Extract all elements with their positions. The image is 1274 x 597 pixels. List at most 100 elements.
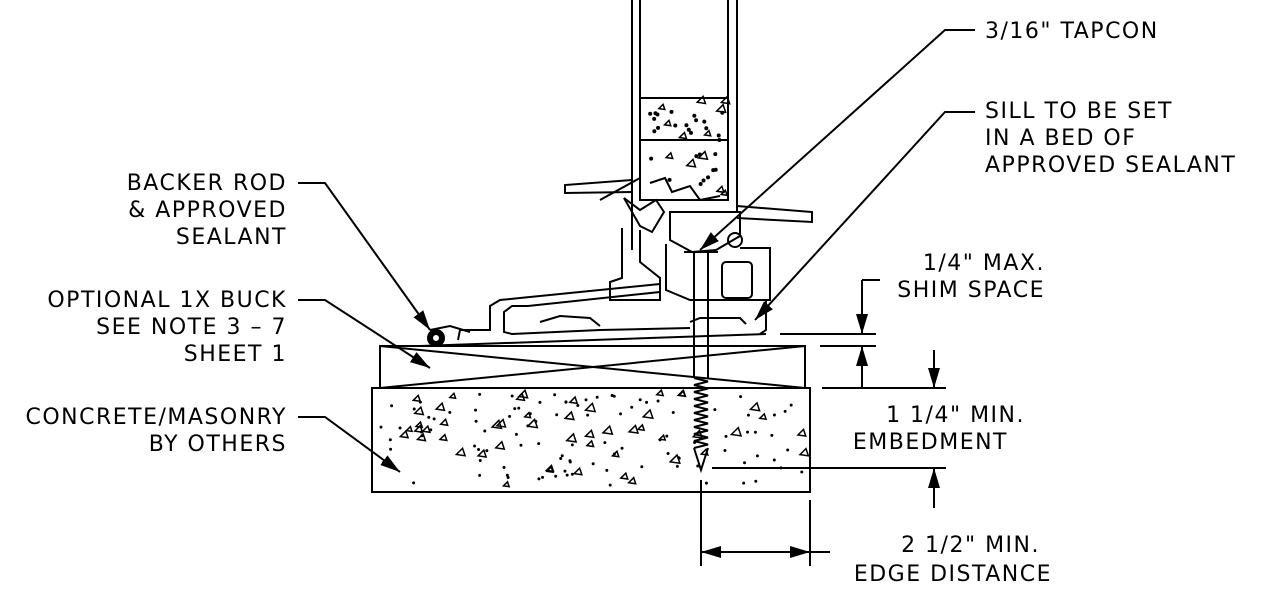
stipple-dot — [706, 175, 711, 180]
stipple-dot — [563, 469, 567, 473]
aggregate-mark — [526, 418, 539, 429]
aggregate-mark — [748, 401, 761, 412]
stipple-dot — [514, 432, 518, 436]
stipple-dot — [568, 459, 572, 463]
stipple-dot — [754, 479, 758, 483]
stipple-dot — [692, 113, 697, 118]
stipple-dot — [746, 413, 750, 417]
stipple-dot — [570, 443, 574, 447]
aggregate-mark — [685, 158, 697, 168]
stipple-dot — [648, 111, 653, 116]
aggregate-mark — [627, 476, 637, 485]
dimensions — [700, 279, 946, 566]
concrete-label-line-2: BY OTHERS — [149, 432, 287, 457]
stipple-dot — [630, 405, 634, 409]
stipple-dot — [786, 448, 790, 452]
stipple-dot — [390, 404, 394, 408]
sill-leader — [754, 111, 975, 321]
aggregate-mark — [434, 401, 446, 412]
concrete-hatch — [379, 388, 810, 488]
stipple-dot — [669, 109, 674, 114]
stipple-dot — [772, 458, 776, 462]
stipple-dot — [656, 399, 660, 403]
stipple-dot — [652, 129, 657, 134]
aggregate-mark — [696, 150, 709, 161]
stipple-dot — [477, 447, 481, 451]
stipple-dot — [564, 400, 568, 404]
backer-rod-leader — [298, 182, 431, 331]
stipple-dot — [398, 426, 402, 430]
stipple-dot — [388, 438, 392, 442]
stipple-dot — [526, 424, 530, 428]
aggregate-mark — [476, 448, 488, 458]
stipple-dot — [576, 404, 580, 408]
stipple-dot — [474, 408, 478, 412]
aggregate-mark — [495, 418, 507, 428]
stipple-dot — [559, 456, 563, 460]
aggregate-mark — [676, 388, 687, 398]
stipple-dot — [474, 419, 478, 423]
stipple-dot — [419, 430, 423, 434]
stipple-dot — [586, 413, 590, 417]
buck-label-line-1: OPTIONAL 1X BUCK — [47, 288, 287, 313]
stipple-dot — [553, 393, 557, 397]
stipple-dot — [673, 123, 678, 128]
stipple-dot — [716, 133, 721, 138]
stipple-dot — [560, 454, 564, 458]
stipple-dot — [595, 395, 599, 399]
aggregate-mark — [729, 426, 743, 437]
stipple-dot — [783, 409, 787, 413]
stipple-dot — [379, 425, 383, 429]
aggregate-mark — [702, 129, 712, 137]
aggregate-mark — [619, 471, 629, 480]
aggregate-mark — [601, 424, 614, 436]
shim-label-line-2: SHIM SPACE — [897, 278, 1045, 303]
aggregate-mark — [719, 188, 729, 197]
stipple-dot — [667, 177, 672, 182]
stipple-dot — [412, 481, 416, 485]
stipple-dot — [684, 123, 689, 128]
stipple-dot — [570, 472, 574, 476]
stipple-dot — [584, 398, 588, 402]
aggregate-mark — [657, 102, 666, 111]
aggregate-mark — [545, 465, 555, 474]
aggregate-mark — [655, 388, 665, 397]
stipple-dot — [538, 400, 542, 404]
stipple-dot — [770, 433, 774, 437]
backer-rod-label-line-1: BACKER ROD — [127, 171, 287, 196]
stipple-dot — [554, 474, 558, 478]
stipple-dot — [649, 156, 654, 161]
stipple-dot — [478, 473, 482, 477]
aggregate-mark — [439, 417, 449, 427]
stipple-dot — [723, 449, 727, 453]
sill-label-line-1: SILL TO BE SET — [985, 99, 1173, 124]
aggregate-mark — [572, 466, 583, 476]
stipple-dot — [541, 475, 545, 479]
aggregate-mark — [411, 393, 422, 403]
stipple-dot — [608, 483, 612, 487]
stipple-dot — [688, 130, 693, 135]
tapcon-leader — [699, 29, 975, 251]
buck-label-line-3: SHEET 1 — [184, 342, 287, 367]
backer-rod-label-line-2: & APPROVED — [128, 198, 287, 223]
aggregate-mark — [501, 480, 511, 488]
stipple-dot — [675, 464, 679, 468]
embedment-label-line-1: 1 1/4" MIN. — [886, 403, 1025, 428]
stipple-dot — [665, 434, 669, 438]
stipple-dot — [789, 403, 793, 407]
stipple-dot — [555, 413, 559, 417]
stipple-dot — [565, 473, 569, 477]
aggregate-mark — [636, 423, 646, 432]
aggregate-mark — [523, 411, 532, 419]
edge-label-line-1: 2 1/2" MIN. — [901, 533, 1040, 558]
stipple-dot — [697, 152, 702, 157]
stipple-dot — [742, 481, 746, 485]
stipple-dot — [508, 414, 512, 418]
aggregate-mark — [664, 151, 674, 160]
shim-label-line-1: 1/4" MAX. — [923, 251, 1045, 276]
aggregate-mark — [627, 424, 640, 434]
aggregate-mark — [454, 446, 467, 457]
concrete-leader — [298, 416, 401, 473]
concrete-label-line-1: CONCRETE/MASONRY — [25, 405, 287, 430]
